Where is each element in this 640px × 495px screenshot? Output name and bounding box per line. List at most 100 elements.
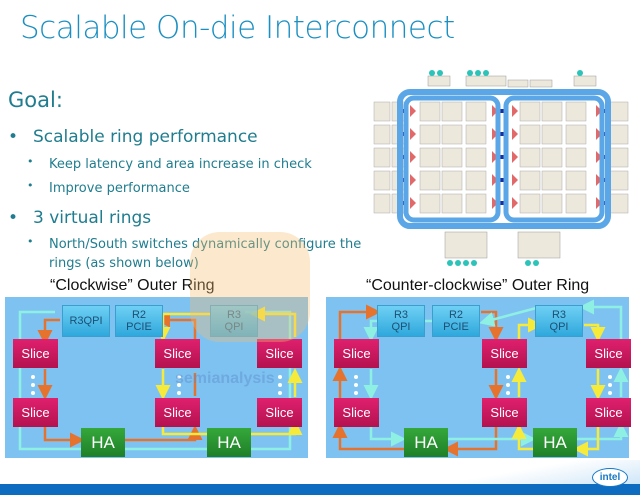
bullet-text: Scalable ring performance bbox=[33, 127, 258, 147]
slice-node: Slice bbox=[13, 339, 58, 368]
die-tile bbox=[373, 124, 391, 145]
slice-node: Slice bbox=[155, 339, 200, 368]
die-tile bbox=[565, 101, 587, 122]
watermark-logo bbox=[190, 232, 310, 342]
bullet-text: Improve performance bbox=[49, 181, 190, 196]
slice-node: Slice bbox=[257, 339, 302, 368]
yellow-ring-path bbox=[250, 306, 297, 337]
bullet-text: rings (as shown below) bbox=[49, 256, 199, 271]
ring-stop bbox=[492, 151, 498, 163]
ring-stop bbox=[410, 128, 416, 140]
node-label: QPI bbox=[83, 315, 103, 327]
bullet-dot: • bbox=[27, 179, 34, 192]
node-label: R2 bbox=[131, 309, 147, 321]
node-label: QPI bbox=[224, 321, 244, 333]
die-tile bbox=[419, 147, 441, 168]
ellipsis-dots bbox=[31, 375, 282, 395]
die-tile bbox=[541, 170, 563, 191]
ring-stop bbox=[410, 197, 416, 209]
die-tile bbox=[465, 124, 487, 145]
io-connector-icon bbox=[429, 70, 435, 76]
io-connector-icon bbox=[577, 70, 583, 76]
slice-node: Slice bbox=[482, 398, 527, 427]
die-tile bbox=[419, 124, 441, 145]
die-tile bbox=[441, 193, 463, 214]
ring-stop bbox=[492, 174, 498, 186]
orange-ring-path bbox=[332, 423, 404, 451]
cyan-ring-path bbox=[579, 299, 623, 339]
die-tile bbox=[373, 147, 391, 168]
die-tile bbox=[419, 101, 441, 122]
io-connector-icon bbox=[475, 70, 481, 76]
die-tile bbox=[419, 170, 441, 191]
clockwise-caption: “Clockwise” Outer Ring bbox=[50, 277, 215, 294]
io-connector-icons bbox=[429, 70, 583, 266]
orange-ring-path bbox=[338, 304, 381, 339]
slide-title: Scalable On-die Interconnect bbox=[20, 10, 455, 46]
ring-switch bbox=[500, 109, 504, 113]
die-tile bbox=[519, 124, 541, 145]
die-tile bbox=[541, 124, 563, 145]
orange-ring-path bbox=[443, 425, 498, 457]
bullet-dot: • bbox=[27, 235, 34, 248]
core-tiles bbox=[373, 101, 629, 214]
ha-node: HA bbox=[533, 428, 577, 457]
ring-stop bbox=[512, 105, 518, 117]
node-label: PCIE bbox=[443, 321, 469, 333]
ring-stop bbox=[596, 151, 602, 163]
intel-logo: intel bbox=[592, 468, 628, 487]
die-tile bbox=[373, 193, 391, 214]
right-ring bbox=[503, 95, 605, 223]
footer-bar bbox=[0, 484, 640, 495]
node-label: QPI bbox=[391, 321, 411, 333]
slice-node: Slice bbox=[257, 398, 302, 427]
yellow-ring-path bbox=[517, 317, 543, 339]
slice-node: Slice bbox=[482, 339, 527, 368]
io-connector-icon bbox=[455, 260, 461, 266]
ring-stop bbox=[512, 197, 518, 209]
bullet-dot: • bbox=[27, 155, 34, 168]
die-tile bbox=[519, 170, 541, 191]
die-tile bbox=[441, 124, 463, 145]
ring-stop bbox=[492, 128, 498, 140]
io-connector-icon bbox=[463, 260, 469, 266]
clockwise-ring-arrows bbox=[18, 306, 303, 451]
ellipsis-dots bbox=[354, 375, 612, 395]
die-tile bbox=[441, 147, 463, 168]
orange-ring-path bbox=[481, 310, 504, 342]
ring-stop bbox=[492, 197, 498, 209]
ring-stop bbox=[512, 128, 518, 140]
bullet-text: North/South switches dynamically configu… bbox=[49, 237, 362, 252]
die-tile bbox=[565, 193, 587, 214]
ring-stop bbox=[410, 174, 416, 186]
orange-ring-path bbox=[43, 424, 85, 448]
node-label: PCIE bbox=[126, 321, 152, 333]
cyan-ring-path bbox=[576, 422, 629, 441]
io-connector-icon bbox=[483, 70, 489, 76]
node-label: R3 bbox=[69, 315, 84, 327]
io-connector-icon bbox=[447, 260, 453, 266]
outer-ring bbox=[397, 89, 611, 229]
die-tile bbox=[519, 101, 541, 122]
node-label: R3 bbox=[551, 309, 567, 321]
bullet-dot: • bbox=[8, 208, 19, 228]
ring-switch bbox=[500, 132, 504, 136]
slice-node: Slice bbox=[586, 398, 631, 427]
ring-stop bbox=[492, 105, 498, 117]
die-tile bbox=[465, 101, 487, 122]
io-connector-icon bbox=[525, 260, 531, 266]
die-tile bbox=[373, 101, 391, 122]
node-label: R3 bbox=[393, 309, 409, 321]
slice-node: Slice bbox=[586, 339, 631, 368]
cyan-ring-path bbox=[369, 425, 406, 447]
ring-stop bbox=[512, 151, 518, 163]
node-label: R3 bbox=[226, 309, 242, 321]
die-tile bbox=[519, 147, 541, 168]
